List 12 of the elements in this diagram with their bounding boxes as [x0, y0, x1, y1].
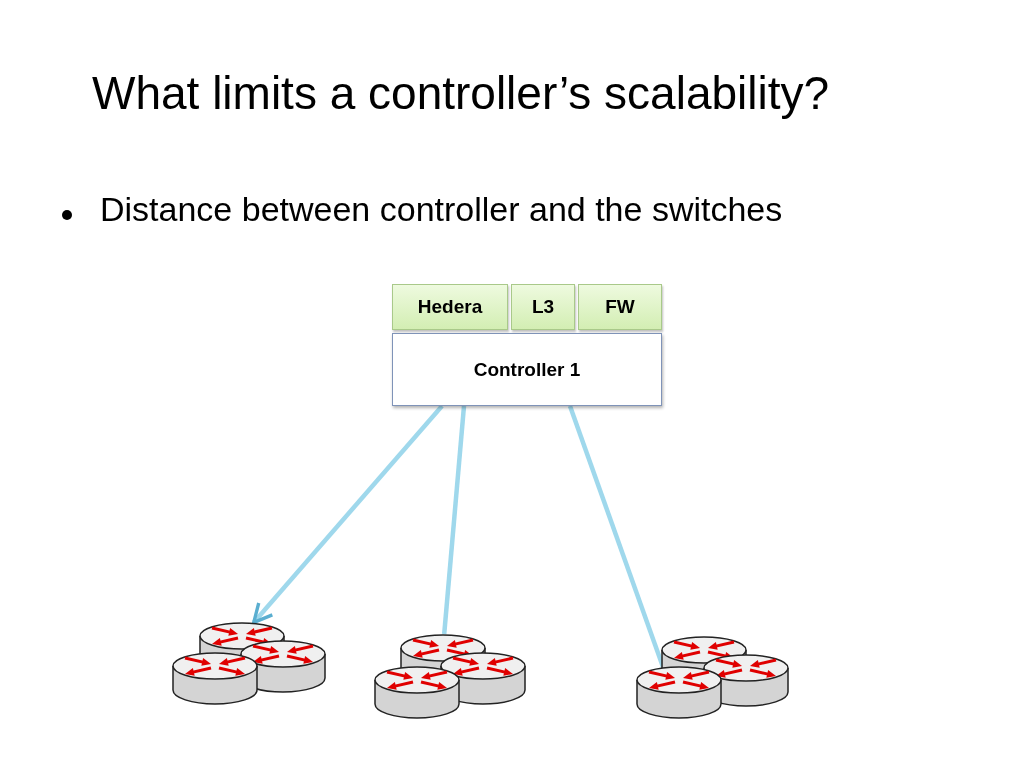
box-label: FW	[605, 296, 635, 318]
controller-box	[392, 333, 662, 406]
app-box	[578, 284, 662, 330]
box-label: Hedera	[417, 296, 483, 318]
connector-line	[441, 405, 467, 635]
app-box	[392, 284, 508, 330]
slide-title: What limits a controller’s scalability?	[92, 66, 830, 120]
app-box	[511, 284, 575, 330]
box-label: L3	[531, 296, 555, 318]
box-label: Controller 1	[473, 358, 581, 381]
bullet-text: Distance between controller and the switches	[100, 190, 783, 229]
arrow	[252, 404, 444, 625]
